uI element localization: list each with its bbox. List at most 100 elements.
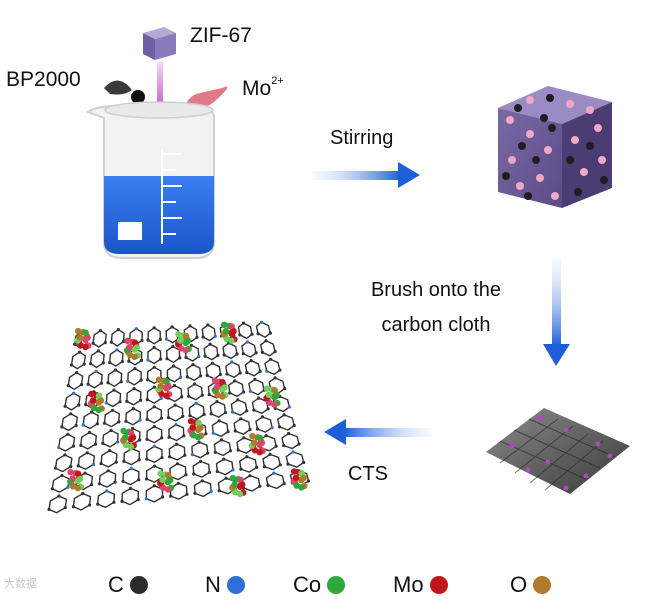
- atom: [108, 360, 112, 365]
- cluster-atom: [184, 337, 192, 345]
- atom: [197, 355, 201, 359]
- cluster-atom: [190, 432, 197, 439]
- cluster-atom: [221, 384, 228, 391]
- carbon-ring: [281, 432, 300, 450]
- legend-symbol: Co: [293, 572, 322, 597]
- brush-arrow-icon: [543, 258, 570, 366]
- carbon-ring: [48, 495, 68, 514]
- atom: [81, 423, 85, 427]
- atom: [129, 466, 133, 470]
- carbon-ring: [186, 363, 202, 382]
- atom: [215, 469, 219, 474]
- carbon-ring: [285, 451, 305, 468]
- cluster-atom: [122, 434, 129, 441]
- cluster-atom: [74, 327, 82, 335]
- bp2000-dropper-icon: [104, 80, 145, 104]
- atom: [222, 353, 226, 357]
- atom: [233, 429, 237, 433]
- atom: [287, 431, 291, 436]
- atom: [173, 403, 177, 407]
- carbon-ring: [121, 487, 140, 506]
- cluster-atom: [165, 383, 172, 390]
- carbon-ring: [262, 453, 281, 471]
- carbon-ring: [169, 462, 187, 481]
- atom: [115, 348, 119, 352]
- atom: [223, 411, 227, 415]
- atom: [137, 458, 141, 462]
- atom: [287, 405, 291, 409]
- atom: [99, 462, 103, 466]
- atom: [132, 387, 136, 391]
- atom: [66, 432, 70, 436]
- atom: [248, 474, 252, 478]
- atom: [63, 506, 67, 510]
- atom: [152, 385, 156, 389]
- atom: [109, 340, 113, 344]
- atom: [188, 324, 192, 328]
- atom: [79, 383, 84, 387]
- atom: [119, 380, 123, 384]
- carbon-ring: [166, 365, 182, 383]
- atom: [108, 449, 112, 453]
- atom: [189, 343, 194, 347]
- carbon-ring: [187, 383, 204, 401]
- cluster-atom: [300, 474, 307, 482]
- cluster-atom: [126, 344, 133, 351]
- atom: [264, 339, 268, 343]
- atom: [270, 426, 274, 430]
- cluster-atom: [129, 434, 137, 441]
- label-mo-charge: 2+: [271, 75, 284, 87]
- atom: [306, 479, 311, 483]
- cluster-atom: [75, 470, 82, 477]
- carbon-ring: [225, 361, 241, 379]
- carbon-ring: [241, 341, 257, 358]
- atom: [195, 335, 199, 339]
- watermark: 大数据: [4, 578, 37, 590]
- cluster-atom: [182, 332, 190, 340]
- carbon-ring: [211, 420, 229, 438]
- atom: [242, 321, 246, 325]
- atom: [211, 431, 215, 435]
- atom: [146, 378, 150, 382]
- cluster-atom: [69, 475, 76, 482]
- cluster-atom: [298, 469, 305, 477]
- atom: [282, 443, 286, 448]
- carbon-ring: [183, 325, 198, 343]
- atom: [139, 378, 143, 382]
- cluster-atom: [251, 439, 258, 446]
- atom: [178, 356, 182, 360]
- atom: [245, 340, 249, 344]
- legend-item-co: Co: [293, 572, 346, 598]
- cluster-atom: [273, 392, 280, 399]
- carbon-ring: [64, 392, 81, 411]
- carbon-ring: [237, 322, 253, 340]
- cluster-atom: [239, 481, 246, 488]
- cluster-atom: [131, 353, 138, 360]
- cluster-atom: [84, 334, 91, 341]
- atom: [124, 419, 128, 423]
- carbon-ring: [188, 402, 205, 420]
- atom: [120, 499, 124, 503]
- carbon-ring: [215, 458, 234, 476]
- atom: [116, 328, 120, 332]
- atom: [81, 491, 85, 496]
- atom: [98, 329, 103, 333]
- atom: [194, 401, 198, 405]
- atom: [245, 370, 249, 375]
- atom: [182, 434, 186, 438]
- carbon-ring: [209, 400, 227, 418]
- atom: [131, 407, 135, 411]
- carbon-cloth-icon: [486, 408, 630, 494]
- cluster-atom: [222, 327, 230, 335]
- atom: [79, 443, 83, 447]
- carbon-ring: [103, 409, 121, 428]
- carbon-ring: [110, 328, 125, 347]
- cluster-atom: [164, 486, 172, 493]
- carbon-ring: [192, 460, 211, 478]
- atom: [238, 333, 242, 337]
- legend-item-mo: Mo: [393, 572, 448, 598]
- cluster-atom: [76, 475, 84, 483]
- carbon-ring: [227, 380, 245, 398]
- atom: [127, 359, 131, 363]
- atom: [139, 358, 144, 362]
